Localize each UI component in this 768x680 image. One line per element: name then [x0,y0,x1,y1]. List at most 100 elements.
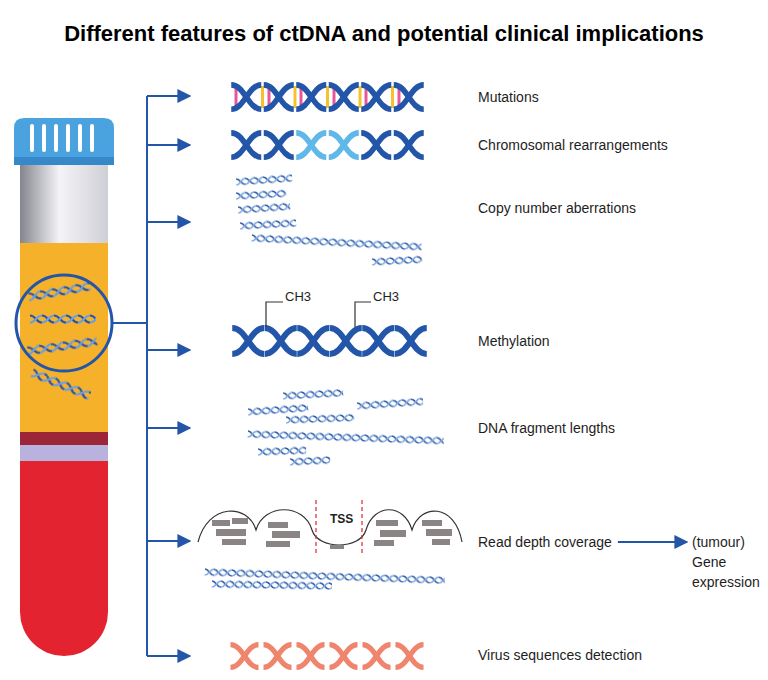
buffy-coat [20,432,108,445]
base-pair [333,88,336,106]
dna-fragment [252,234,422,251]
virus-helix [231,645,259,668]
bracket-arrow [147,95,190,97]
text-node: Read depth coverage [478,532,612,552]
dna-helix [329,85,359,109]
cap-stripe [78,124,82,152]
dna-helix [264,85,294,109]
base-pair [391,86,394,108]
read-block [222,539,246,545]
feature-label: Methylation [478,332,550,350]
methyl-label: CH3 [373,289,399,305]
base-pair [235,88,238,106]
cap-stripe [42,124,46,152]
bracket-arrow [147,144,190,146]
dna-fragment [248,404,308,416]
bracket-arrow [147,655,190,657]
dna-helix [232,328,264,354]
dna-fragment [240,219,296,230]
dna-fragment [357,397,423,410]
bracket-arrow [147,540,190,542]
dna-fragment [236,174,292,186]
tss-boundary [361,500,362,556]
tube-cap [14,118,114,165]
methyl-leader [355,302,371,327]
dna-helix [265,328,297,354]
virus-helix [297,645,325,668]
virus-helix [396,645,424,668]
bracket-line [112,322,147,324]
cap-stripe [54,124,58,152]
feature-label: Copy number aberrations [478,199,636,217]
magnifier-circle [16,275,112,371]
dna-fragment [372,255,422,266]
cap-stripe [90,124,94,152]
tss-label: TSS [330,511,353,527]
red-cell-layer [20,461,108,656]
bracket-arrow [147,349,190,351]
dna-fragment [283,389,343,400]
dna-fragment [286,414,354,424]
flow-arrow [618,541,687,543]
dna-helix-rearranged [296,133,326,157]
read-block [268,522,288,528]
cap-stripe [66,124,70,152]
tube-cap-rim [14,157,114,165]
base-pair [398,88,401,106]
dna-helix [361,133,391,157]
plasma-layer [20,243,108,432]
virus-helix [330,645,358,668]
dna-helix [395,328,427,354]
base-pair [365,88,368,106]
read-block [426,529,452,536]
plasma-dna [27,336,98,356]
feature-label: Virus sequences detection [478,646,642,664]
dna-helix [394,85,424,109]
base-pair [261,86,264,108]
cap-stripe [30,124,34,152]
read-block [266,541,290,547]
coverage-curve [198,510,462,545]
dna-helix [362,328,394,354]
bracket-line [146,96,148,656]
dna-helix [231,133,261,157]
read-block [432,539,450,545]
read-block [272,531,300,538]
tube-glass [20,165,108,243]
bracket-arrow [147,427,190,429]
node-text: (tumour) Gene expression [692,532,768,592]
dna-fragment [236,189,286,200]
dna-helix [330,328,362,354]
dna-helix [231,85,261,109]
bracket-arrow [147,221,190,223]
dna-fragment [290,456,330,466]
text-node: (tumour) Gene expression [692,532,768,592]
read-block [376,520,398,526]
methyl-leader [266,302,283,327]
dna-fragment [238,202,290,214]
base-pair [294,86,297,108]
read-block [380,530,406,537]
tss-boundary [315,500,316,556]
base-pair [326,86,329,108]
read-block [212,520,230,526]
dna-helix-rearranged [329,133,359,157]
feature-label: Chromosomal rearrangements [478,136,668,154]
read-block [374,540,394,546]
plasma-dna [30,368,91,400]
dna-helix [394,133,424,157]
dna-helix [296,85,326,109]
read-block [216,529,246,536]
base-pair [359,86,362,108]
read-block [422,520,442,526]
dna-helix [361,85,391,109]
read-block [232,518,248,524]
feature-label: Mutations [478,88,539,106]
base-pair [268,88,271,106]
read-block [330,545,344,549]
feature-label: DNA fragment lengths [478,419,615,437]
node-text: Read depth coverage [478,532,612,552]
